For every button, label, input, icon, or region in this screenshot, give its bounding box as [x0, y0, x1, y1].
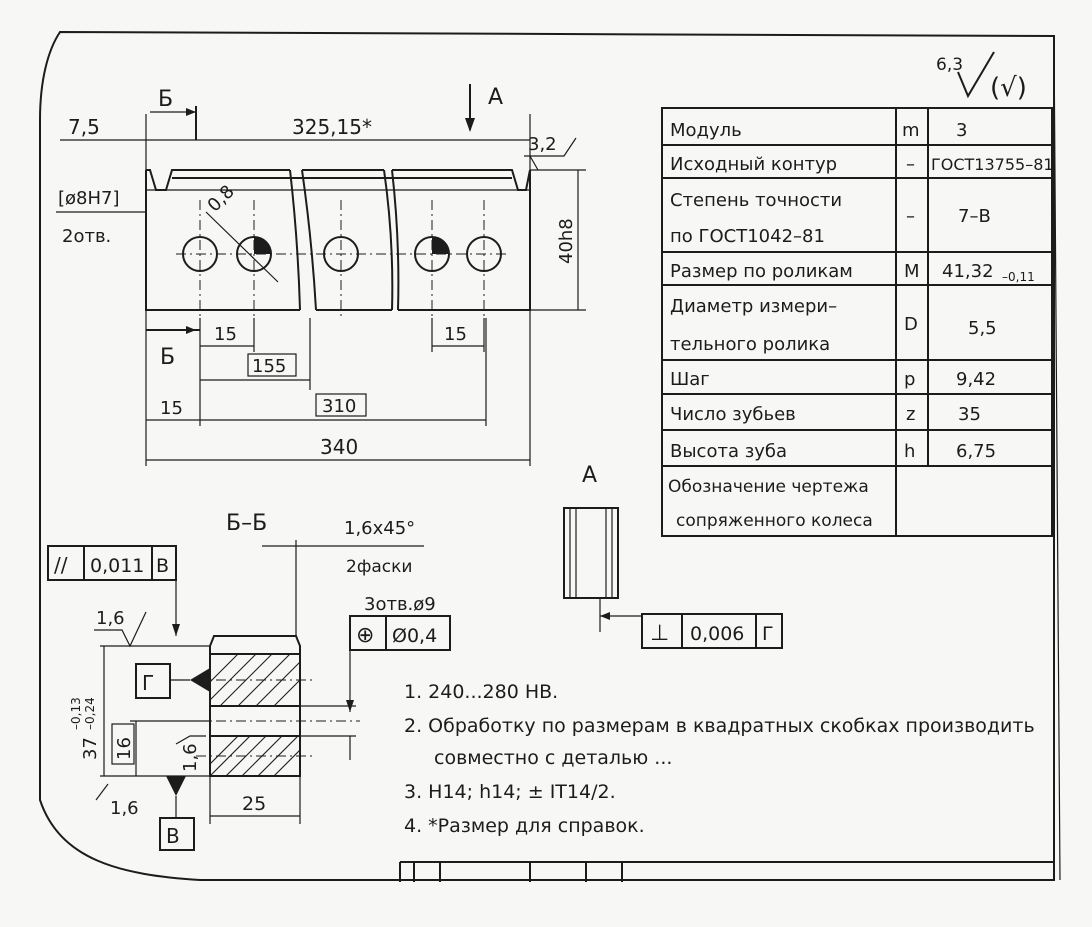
sheet-border: [39, 30, 1055, 881]
view-a-title: А: [582, 463, 597, 488]
dim-40h8: 40h8: [556, 218, 577, 264]
chamfer-count: 2фаски: [346, 557, 412, 577]
param-name-tooth-height: Высота зуба: [670, 441, 787, 462]
dim-0-8: 0,8: [204, 181, 239, 216]
param-value-teeth: 35: [958, 404, 981, 425]
param-name-teeth: Число зубьев: [670, 404, 796, 425]
dim-325-15: 325,15*: [292, 115, 372, 139]
hole-count: 2отв.: [62, 226, 111, 247]
param-name-roller-size: Размер по роликам: [670, 261, 853, 282]
param-name-accuracy-l2: по ГОСТ1042–81: [670, 226, 825, 247]
section-mark-b-top: Б: [158, 87, 173, 112]
param-value-roller-size: 41,32: [942, 261, 994, 282]
param-value-tooth-height: 6,75: [956, 441, 996, 462]
param-value-contour: ГОСТ13755–81: [931, 155, 1054, 174]
param-symbol-module: m: [902, 120, 920, 141]
param-name-pitch: Шаг: [670, 369, 710, 390]
param-name-module: Модуль: [670, 120, 742, 141]
view-arrow-a-label: А: [488, 85, 503, 110]
perpendicularity-datum: Г: [762, 623, 774, 645]
param-symbol-tooth-height: h: [904, 441, 915, 462]
roughness-top: 1,6: [96, 608, 125, 629]
dim-310: 310: [322, 396, 356, 417]
note-2-cont: совместно с деталью ...: [434, 747, 672, 769]
section-mark-b-bottom: Б: [160, 345, 175, 370]
surface-finish-symbol: 6,3 (√): [936, 51, 1027, 103]
roughness-side: 1,6: [180, 743, 201, 772]
param-tolerance-roller-size: –0,11: [1002, 270, 1035, 284]
section-bb: Б–Б 1,6х45° 2фаски 3отв.ø9 ⊕ Ø0,4: [47, 511, 451, 851]
dim-15-right: 15: [444, 324, 467, 345]
param-value-module: 3: [956, 120, 967, 141]
param-symbol-teeth: z: [906, 404, 915, 425]
dim-15-left: 15: [214, 324, 237, 345]
param-name-accuracy-l1: Степень точности: [670, 190, 842, 211]
position-symbol: ⊕: [356, 623, 374, 648]
dim-15-bottom: 15: [160, 398, 183, 419]
position-value: Ø0,4: [392, 625, 437, 647]
dim-37: 37: [80, 737, 101, 760]
param-value-accuracy: 7–В: [958, 206, 991, 227]
view-a: А ⊥ 0,006 Г: [563, 463, 783, 649]
dim-340: 340: [320, 435, 358, 459]
note-3: 3. H14; h14; ± IT14/2.: [404, 781, 616, 803]
note-1: 1. 240...280 HB.: [404, 681, 558, 703]
section-hatching: [209, 653, 301, 777]
param-name-roller-dia-l2: тельного ролика: [670, 334, 830, 355]
param-value-pitch: 9,42: [956, 369, 996, 390]
surface-finish-value: 6,3: [936, 55, 963, 75]
parallelism-symbol: //: [54, 553, 68, 577]
param-symbol-accuracy: –: [906, 206, 915, 227]
technical-notes: 1. 240...280 HB. 2. Обработку по размера…: [404, 681, 1035, 837]
roughness-bottom: 1,6: [110, 798, 139, 819]
perpendicularity-symbol: ⊥: [650, 621, 669, 646]
parallelism-value: 0,011: [90, 555, 144, 577]
parallelism-datum: В: [156, 555, 169, 577]
holes-spec: 3отв.ø9: [364, 594, 436, 615]
sheet-edge: [1053, 35, 1061, 881]
tol-lower: –0,24: [83, 697, 97, 730]
param-value-roller-dia: 5,5: [968, 318, 997, 339]
title-block-stub: [399, 861, 1054, 882]
rack-main-view: 7,5 325,15* Б А 3,2 [ø8H7] 2отв. 0,8 40h…: [56, 84, 586, 466]
param-symbol-contour: –: [906, 154, 915, 175]
note-2: 2. Обработку по размерам в квадратных ск…: [404, 715, 1035, 737]
param-symbol-roller-dia: D: [904, 314, 918, 335]
note-4: 4. *Размер для справок.: [404, 815, 645, 837]
dim-155: 155: [252, 356, 286, 377]
surface-finish-paren: (√): [990, 73, 1027, 103]
param-name-contour: Исходный контур: [670, 154, 837, 175]
param-symbol-pitch: p: [904, 369, 915, 390]
param-name-roller-dia-l1: Диаметр измери–: [670, 296, 837, 317]
hole-diameter-spec: [ø8H7]: [58, 188, 120, 209]
datum-v: В: [166, 824, 180, 848]
param-name-mating-l2: сопряженного колеса: [676, 511, 873, 531]
dim-7-5: 7,5: [68, 115, 100, 139]
roughness-3-2: 3,2: [528, 134, 557, 155]
param-symbol-roller-size: M: [904, 261, 920, 282]
section-bb-title: Б–Б: [226, 511, 267, 536]
gear-parameters-table: Модуль m 3 Исходный контур – ГОСТ13755–8…: [661, 107, 1054, 537]
dim-25: 25: [242, 793, 266, 815]
chamfer-spec: 1,6х45°: [344, 518, 415, 539]
dim-16: 16: [114, 737, 135, 760]
perpendicularity-value: 0,006: [690, 623, 744, 645]
param-name-mating-l1: Обозначение чертежа: [668, 477, 869, 497]
tol-upper: –0,13: [69, 697, 83, 730]
datum-g: Г: [142, 671, 154, 695]
